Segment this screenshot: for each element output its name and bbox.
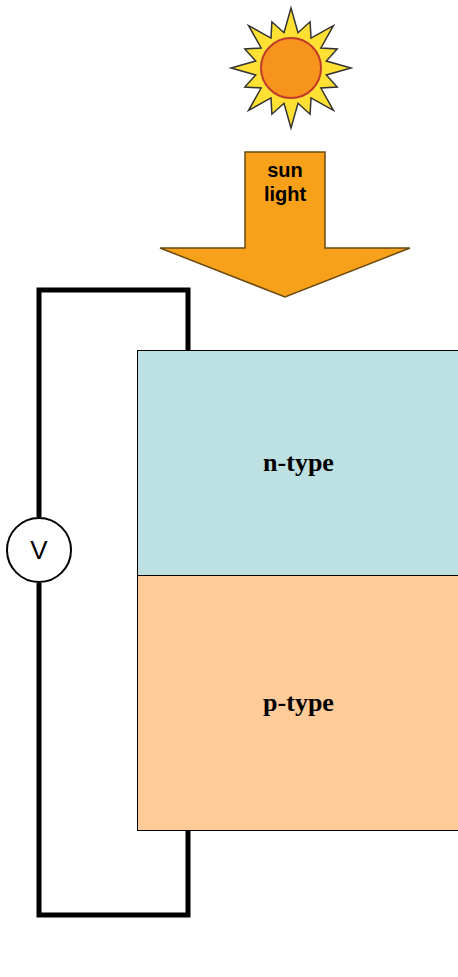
sunlight-arrow: sun light (158, 150, 412, 300)
node-label: sun light (249, 158, 321, 206)
node-label: p-type (263, 688, 334, 718)
n-type-layer: n-type (137, 350, 458, 576)
node-label: V (30, 535, 47, 566)
node-label: n-type (263, 448, 334, 478)
arrow-outline (160, 152, 410, 297)
sun-rays-star (231, 8, 351, 128)
voltmeter: V (6, 517, 72, 583)
p-type-layer: p-type (137, 575, 458, 831)
sun-disc (261, 38, 321, 98)
sun-rays (231, 8, 351, 128)
